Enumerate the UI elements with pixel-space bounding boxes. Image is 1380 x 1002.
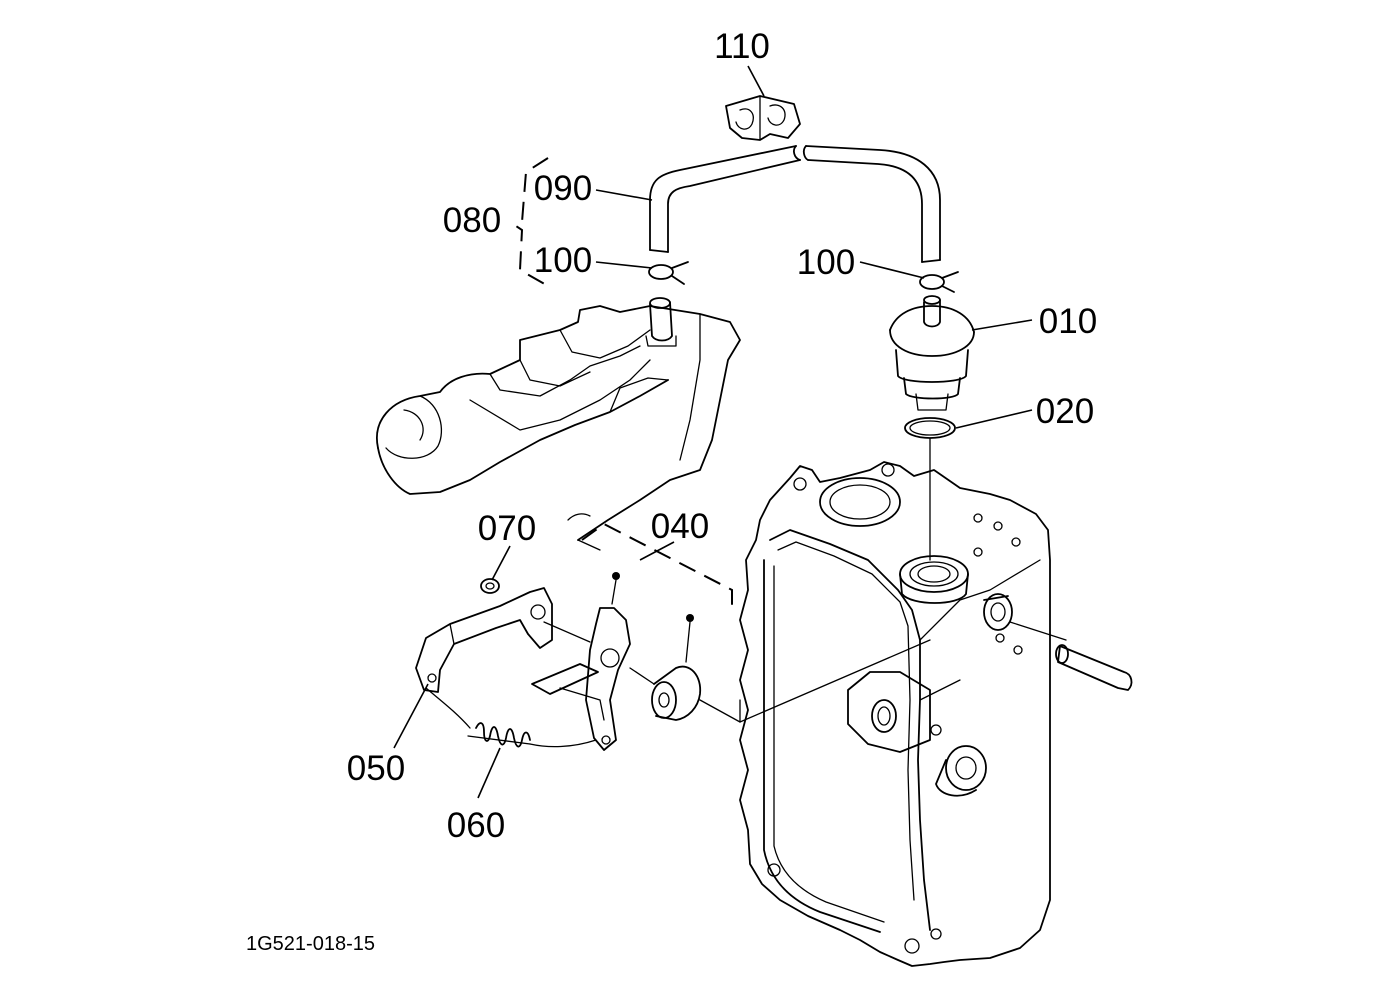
- label-100-right: 100: [797, 243, 855, 282]
- label-020: 020: [1036, 392, 1094, 431]
- governor-plate: [531, 572, 694, 751]
- o-ring-020: [904, 417, 956, 439]
- hose-clamp-100-right: [919, 271, 959, 293]
- part-labels: 110 090 080 100 100 010 020 040 070 050 …: [347, 27, 1097, 845]
- hose-090: [649, 145, 941, 263]
- label-100-left: 100: [534, 241, 592, 280]
- spring-060: [467, 722, 531, 748]
- engine-block-outline: [376, 297, 741, 551]
- hose-clip-110: [725, 95, 801, 141]
- label-070: 070: [478, 509, 536, 548]
- label-110: 110: [714, 27, 770, 66]
- shaft-pin: [1009, 621, 1133, 691]
- assembly-lines: [425, 621, 931, 748]
- label-040: 040: [651, 507, 709, 546]
- washer-070: [480, 578, 500, 594]
- lever-050: [415, 587, 553, 693]
- label-050: 050: [347, 749, 405, 788]
- group-brackets: [514, 157, 733, 612]
- label-060: 060: [447, 806, 505, 845]
- breather-valve-010: [889, 295, 975, 411]
- label-080: 080: [443, 201, 501, 240]
- leader-lines: [393, 65, 1033, 799]
- label-090: 090: [534, 169, 592, 208]
- drawing-code: 1G521-018-15: [246, 933, 375, 955]
- roller: [651, 665, 702, 721]
- gear-case-housing: [739, 461, 1051, 967]
- label-010: 010: [1039, 302, 1097, 341]
- hose-clamp-100-left: [648, 261, 689, 285]
